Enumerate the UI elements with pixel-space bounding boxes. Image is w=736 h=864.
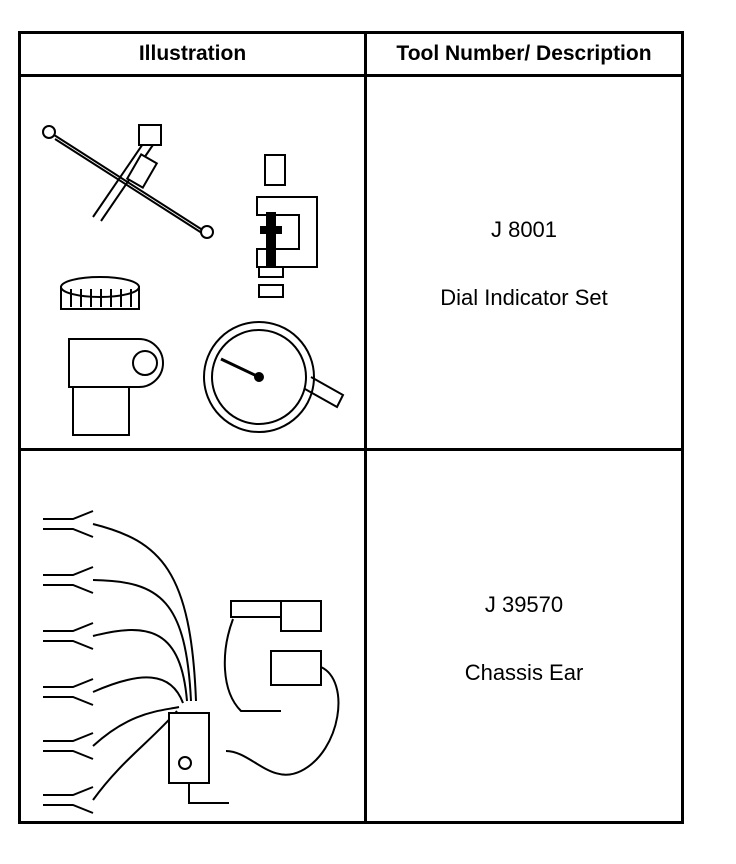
dial-indicator-set-icon [21, 77, 364, 448]
chassis-ear-icon [21, 451, 364, 821]
row-divider [21, 448, 681, 451]
illustration-header: Illustration [138, 42, 247, 65]
tool-description-2: Chassis Ear [464, 660, 584, 685]
tool-table: Illustration Tool Number/ Description [18, 31, 684, 824]
tool-description-1: Dial Indicator Set [440, 285, 608, 310]
tool-number-1: J 8001 [490, 217, 558, 242]
header-divider [21, 74, 681, 77]
tool-description-header: Tool Number/ Description [396, 42, 652, 65]
column-divider [364, 34, 367, 821]
tool-number-2: J 39570 [484, 592, 564, 617]
